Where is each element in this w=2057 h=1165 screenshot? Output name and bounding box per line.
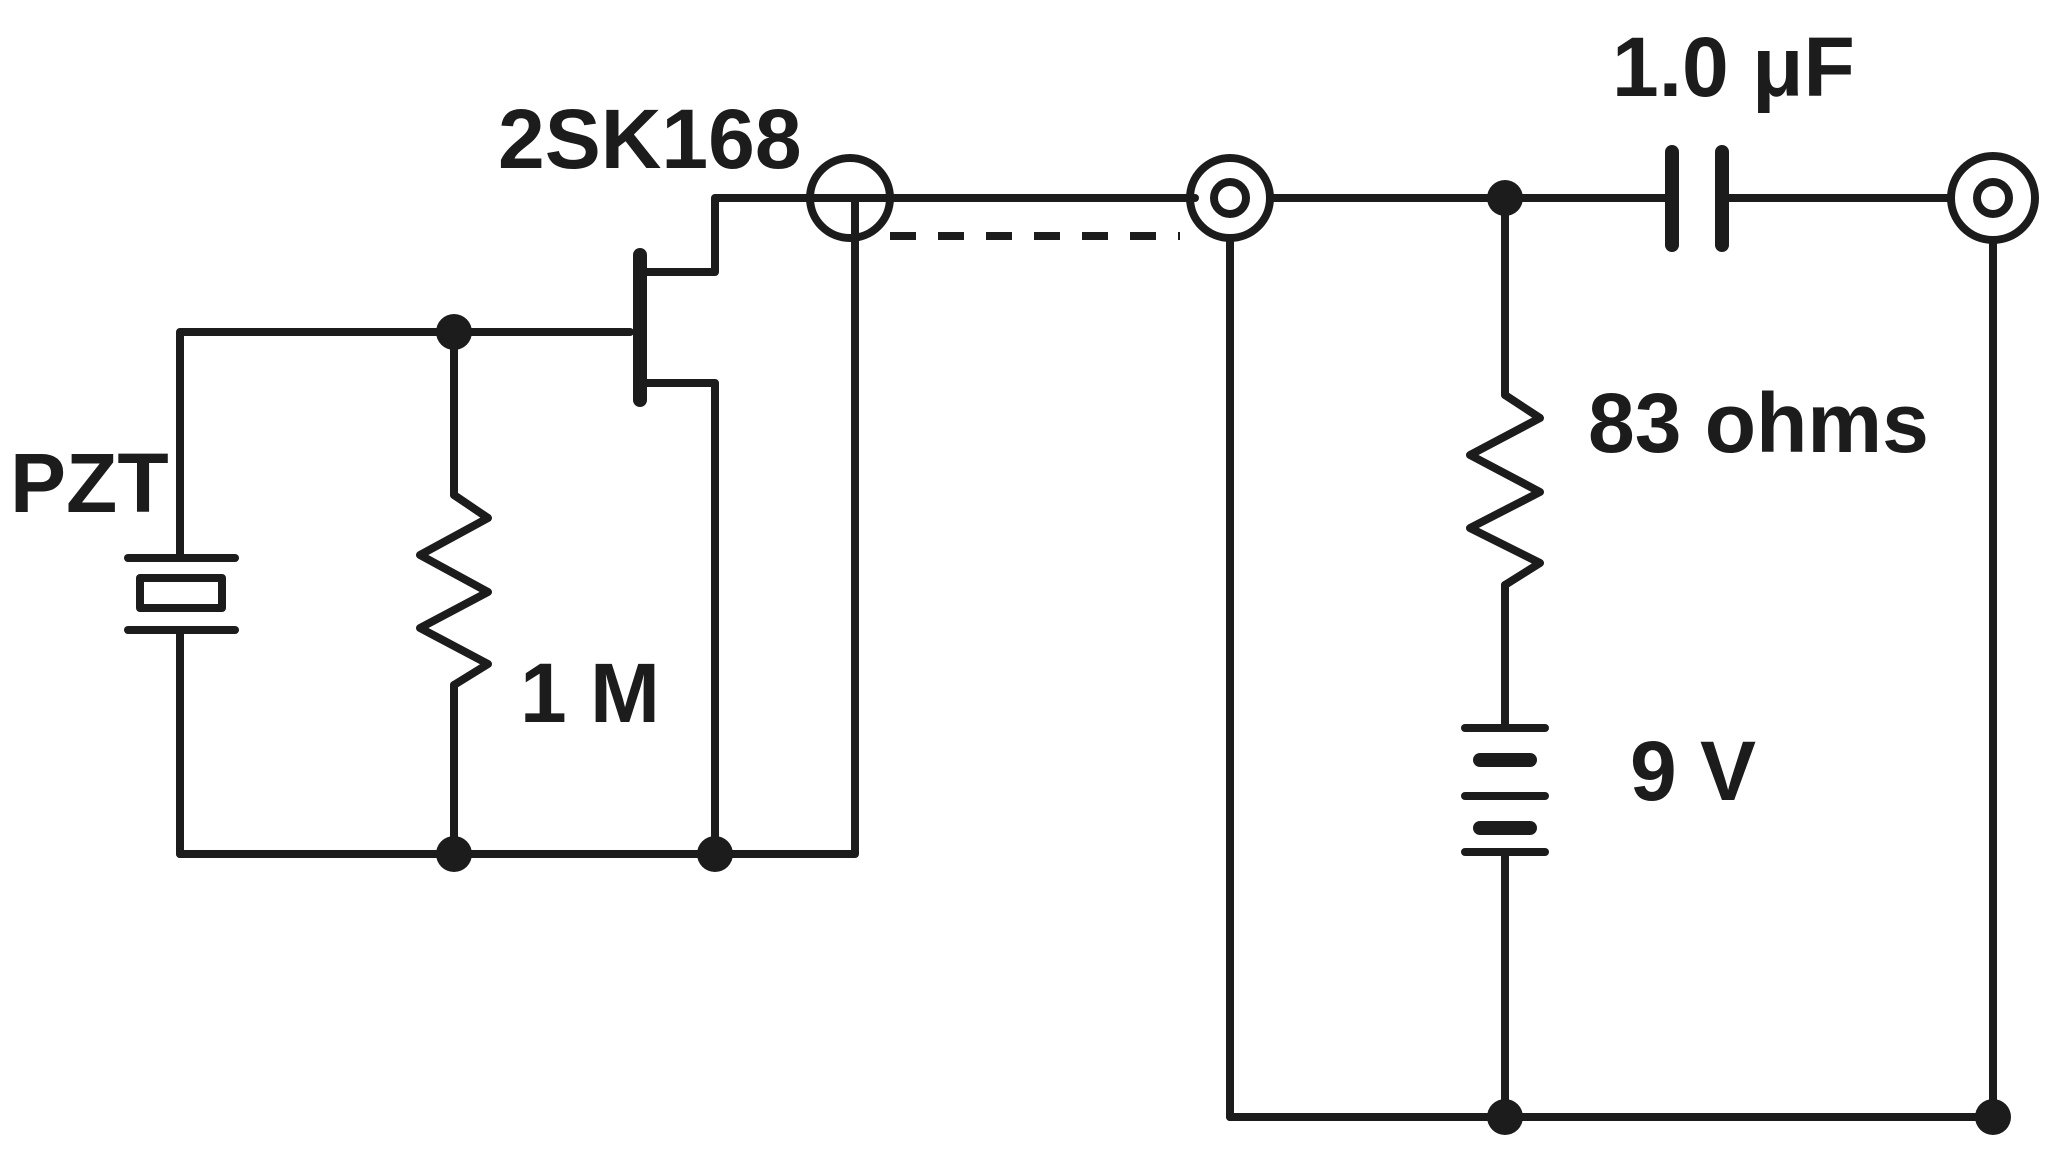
label-resistor-1m: 1 M — [520, 646, 660, 740]
power-stage — [1226, 145, 2039, 1135]
junction-node — [1487, 180, 1523, 216]
resistor-1m — [416, 328, 492, 858]
fet-2sk168 — [450, 194, 814, 858]
input-stage — [124, 194, 859, 872]
battery-9v — [1461, 724, 1549, 1121]
label-pzt: PZT — [10, 436, 169, 530]
junction-node — [436, 314, 472, 350]
junction-node — [1487, 1099, 1523, 1135]
label-resistor-83ohms: 83 ohms — [1588, 376, 1929, 470]
resistor-83ohms — [1466, 194, 1544, 732]
capacitor-1uf — [1665, 145, 1954, 252]
junction-node — [436, 836, 472, 872]
label-capacitor: 1.0 μF — [1612, 20, 1855, 114]
pzt-element — [124, 328, 458, 858]
connector-right — [1186, 154, 1274, 242]
junction-node — [697, 836, 733, 872]
label-battery: 9 V — [1630, 724, 1756, 818]
input-ground-wire — [176, 196, 859, 858]
output-connector — [1947, 152, 2039, 244]
label-fet: 2SK168 — [498, 92, 802, 186]
cable-link — [806, 154, 1274, 242]
junction-node — [1975, 1099, 2011, 1135]
